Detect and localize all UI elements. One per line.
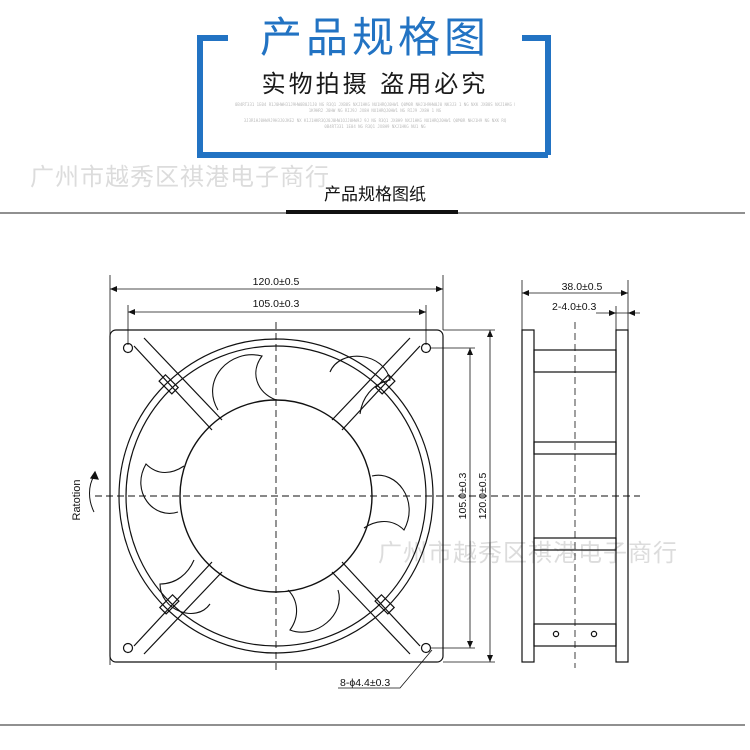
bracket-right <box>522 35 551 155</box>
bracket-left <box>197 35 548 158</box>
fine-print-line: 0B4RT331 1E04 NG R3Q1 JX8H9 NXJ1HKG NU1 … <box>324 124 426 129</box>
hole-leader-line <box>338 649 433 689</box>
rotation-label: Ratotion <box>71 480 83 521</box>
page-subtitle: 实物拍摄 盗用必究 <box>261 70 489 98</box>
fine-print-line: 3J3R1HJ0HW9J9H3J0JKE2 NX K1J1HKR3QJ0J0HW… <box>243 118 507 123</box>
mount-hole <box>420 642 432 654</box>
header-bracket-frame <box>197 35 551 158</box>
side-view <box>521 280 640 668</box>
watermark-text: 广州市越秀区祺港电子商行 <box>30 163 330 191</box>
fine-print-line: 0B4RT331 1E04 R1J0HWH31J9HW0B0J1J0 NG R3… <box>235 102 515 107</box>
mount-hole <box>122 642 134 654</box>
watermark-text: 广州市越秀区祺港电子商行 <box>378 539 678 567</box>
rotation-arrow <box>89 475 95 513</box>
dim-hole-diameter: 8-ϕ4.4±0.3 <box>340 677 390 689</box>
dim-width-outer: 120.0±0.5 <box>253 276 300 288</box>
dim-height-outer: 120.0±0.5 <box>477 473 489 520</box>
dim-flange: 2-4.0±0.3 <box>552 301 596 313</box>
fine-print-line: 1K9HR2 J0HW NG RIJ9J JX8H NU1HRQJ0HW1 NG… <box>308 108 442 113</box>
spec-drawing: Ratotion 120.0±0.5 105.0±0.3 105.0±0.3 1… <box>0 210 745 726</box>
section-label: 产品规格图纸 <box>324 185 426 205</box>
dim-height-hole: 105.0±0.3 <box>457 473 469 520</box>
front-view <box>89 275 640 689</box>
page-title: 产品规格图 <box>259 13 490 62</box>
fan-blades <box>140 354 410 633</box>
dimension-arrows <box>110 286 635 662</box>
dim-width-hole: 105.0±0.3 <box>253 298 300 310</box>
side-rivet <box>590 630 598 638</box>
dim-depth: 38.0±0.5 <box>562 281 603 293</box>
side-rivet <box>552 630 560 638</box>
mount-hole <box>122 342 134 354</box>
mount-hole <box>420 342 432 354</box>
support-struts <box>133 337 421 655</box>
